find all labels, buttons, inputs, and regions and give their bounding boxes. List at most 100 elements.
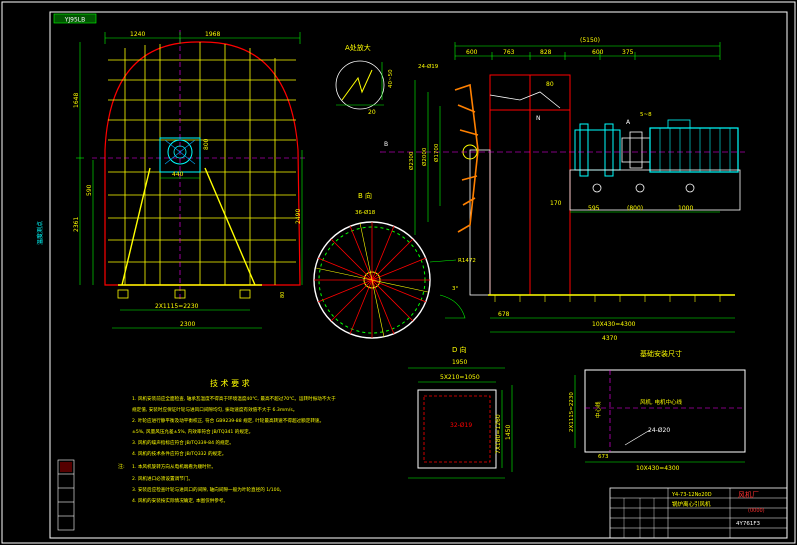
title-block <box>609 487 788 539</box>
section-b-impeller <box>313 221 431 339</box>
detail-a-dim-width: 20 <box>368 109 376 116</box>
foundation-dim-bottom: 10X430=4300 <box>636 465 680 472</box>
dim-5-8: 5~8 <box>640 112 652 118</box>
side-vertical-dims <box>414 80 441 235</box>
notes-note-label: 注: <box>118 463 125 470</box>
dim-800: 800 <box>203 138 210 150</box>
title-tab-text: YJ95LB <box>64 17 86 24</box>
dim-1450: 1450 <box>505 425 512 440</box>
volute-outline <box>104 41 301 286</box>
inlet-box <box>469 91 561 296</box>
bearing-housing-side <box>574 123 621 177</box>
inlet-view-d <box>408 367 513 479</box>
revision-box <box>57 459 75 531</box>
label-a: A <box>626 119 631 126</box>
support-legs <box>121 167 256 286</box>
dim-440: 440 <box>172 171 184 178</box>
section-b-title: B 向 <box>358 191 372 200</box>
foundation-dim-vertical: 2X1115=2230 <box>569 392 575 432</box>
notes-lines: 1. 风机安装前应全面检查, 轴承瓦温度不得高于环境温度40℃, 最高不超过70… <box>132 395 336 457</box>
dim-1968: 1968 <box>205 31 220 38</box>
note-line-4: 4. 风机的安装按实际情况确定, 本图仅供参考。 <box>132 497 228 504</box>
dim-590: 590 <box>86 184 93 196</box>
note-line-3: 3. 安装后应检查叶轮与进风口的间隙, 轴向间隙一般为叶轮直径的 1/100。 <box>132 486 284 493</box>
notes-title: 技 术 要 求 <box>210 378 250 388</box>
bearing-pedestal <box>569 169 741 211</box>
section-b-leader <box>429 259 457 263</box>
dim-4370: 4370 <box>602 335 617 342</box>
notes-line-1: 1. 风机安装前应全面检查, 轴承瓦温度不得高于环境温度40℃, 最高不超过70… <box>132 395 336 402</box>
section-b-angle: 3° <box>452 286 458 292</box>
motor <box>649 119 739 173</box>
side-bottom-dims <box>490 211 735 333</box>
dim-80-side: 80 <box>546 81 554 88</box>
dim-5x210: 5X210=1050 <box>440 374 480 381</box>
fan-casing-side <box>489 74 571 296</box>
side-view-fan-motor <box>380 42 745 333</box>
foundation-center-label: 中心线 <box>594 401 602 418</box>
notes-line-2: 规定值, 安装时应保证叶轮与进风口间隙均匀, 振动速度有效值不大于 6.3mm/… <box>132 406 297 413</box>
dim-d2000: Ø2000 <box>421 147 428 166</box>
title-block-model: Y4-73-12No20D <box>671 492 712 498</box>
coupling <box>621 131 651 169</box>
title-block-drawing-no: 4Y761F3 <box>736 521 761 527</box>
dim-763: 763 <box>503 49 515 56</box>
hub-bearing <box>159 137 201 173</box>
dim-80: 80 <box>280 292 286 298</box>
dim-600-a: 600 <box>466 49 478 56</box>
dim-678: 678 <box>498 311 510 318</box>
dim-2490: 2490 <box>295 209 302 224</box>
inlet-view-title: D 向 <box>452 345 467 354</box>
housing-grid <box>108 42 296 285</box>
dim-1240: 1240 <box>130 31 145 38</box>
dim-10x430-side: 10X430=4300 <box>592 321 636 328</box>
base-feet <box>117 289 251 299</box>
side-base-anchors <box>494 295 721 302</box>
title-block-name: 锅炉离心引风机 <box>672 500 711 508</box>
inlet-holes: 32-Ø19 <box>450 422 472 429</box>
title-tab: YJ95LB <box>53 13 97 24</box>
dim-5150: (5150) <box>580 37 600 44</box>
dim-800-bracket: (800) <box>627 205 643 212</box>
dim-595: 595 <box>588 205 600 212</box>
section-b-radius: R1472 <box>458 258 476 264</box>
dim-1648: 1648 <box>73 93 80 108</box>
label-n: N <box>536 115 541 122</box>
title-block-code: (0000) <box>748 508 765 514</box>
label-b: B <box>384 141 388 148</box>
notes-line-5: 3. 风机的噪声指标应符合 JB/TQ339-84 的规定。 <box>132 439 234 446</box>
foundation-plan <box>574 369 746 463</box>
detail-a-dim-height: 40~50 <box>388 69 394 88</box>
title-block-company: 风机厂 <box>738 490 759 499</box>
left-margin-label: 温度测点 <box>36 221 44 245</box>
notes-note-lines: 1. 本风机旋转方向从电机端看为顺时针。 2. 风机进口必须设置调节门。 3. … <box>132 463 284 504</box>
dim-d1700: Ø1700 <box>433 143 440 162</box>
notes-line-6: 4. 风机的技术条件应符合 JB/TQ332 的规定。 <box>132 450 226 457</box>
dim-d2300: Ø2300 <box>408 151 415 170</box>
drawing-frame <box>49 11 788 539</box>
impeller-blades <box>314 222 430 338</box>
dim-2300: 2300 <box>180 321 195 328</box>
note-line-2: 2. 风机进口必须设置调节门。 <box>132 475 193 482</box>
foundation-holes: 24-Ø20 <box>648 427 670 434</box>
section-b-holes: 36-Ø18 <box>355 209 376 216</box>
detail-a-title: A处放大 <box>345 43 371 52</box>
impeller-spokes-yellow <box>315 222 429 338</box>
dim-2361: 2361 <box>73 217 80 232</box>
dim-828: 828 <box>540 49 552 56</box>
dim-600-b: 600 <box>592 49 604 56</box>
dim-2x1115: 2X1115=2230 <box>155 303 199 310</box>
dim-375: 375 <box>622 49 634 56</box>
dim-1000: 1000 <box>678 205 693 212</box>
side-holes: 24-Ø19 <box>418 63 439 70</box>
foundation-dim-673: 673 <box>598 454 609 460</box>
inlet-damper <box>454 83 479 233</box>
note-line-1: 1. 本风机旋转方向从电机端看为顺时针。 <box>132 463 216 470</box>
dim-7x180: 7X180=1260 <box>495 414 502 454</box>
notes-line-3: 2. 叶轮应进行静平衡及动平衡校正, 符合 GB9239-88 规定, 叶轮最高… <box>132 417 324 424</box>
notes-line-4: ±5%, 风量风压允差±5%, 内效率符合 JB/TQ341 的规定。 <box>132 428 253 435</box>
dim-170: 170 <box>550 200 562 207</box>
dim-1950: 1950 <box>452 359 467 366</box>
